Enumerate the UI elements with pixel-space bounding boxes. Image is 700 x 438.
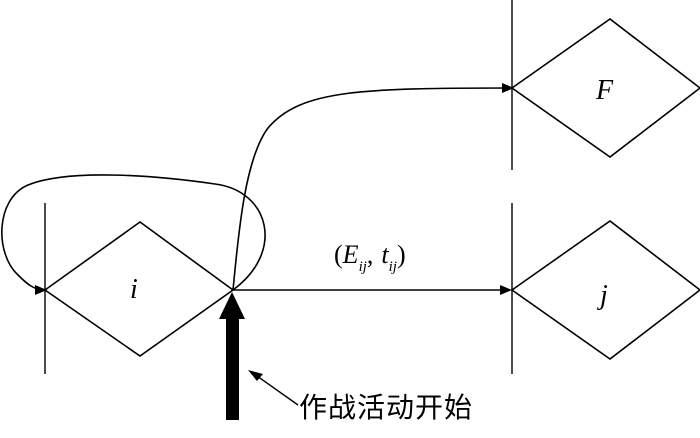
node-j-label: j xyxy=(597,280,608,311)
edge-E: E xyxy=(342,240,359,269)
start-arrow-head xyxy=(219,292,245,319)
edge-close-paren: ) xyxy=(397,240,406,269)
node-i-label: i xyxy=(130,274,138,305)
node-F-label: F xyxy=(595,75,614,106)
node-F-diamond xyxy=(510,18,700,158)
node-j-diamond xyxy=(510,220,700,360)
loop-edge-i xyxy=(1,174,266,295)
edge-label: (Eij,tij) xyxy=(334,240,406,275)
edge-E-subscript: ij xyxy=(359,259,367,275)
edge-t: t xyxy=(381,240,389,269)
caption-pointer-head xyxy=(248,370,263,381)
start-arrow-shaft xyxy=(226,316,239,420)
edge-comma: , xyxy=(367,240,374,269)
edge-i-to-F xyxy=(232,83,514,291)
caption-pointer-line xyxy=(256,375,299,406)
combat-start-caption: 作战活动开始 xyxy=(299,391,474,424)
edge-t-subscript: ij xyxy=(389,259,397,275)
edge-open-paren: ( xyxy=(334,240,343,269)
node-i-diamond xyxy=(43,221,235,357)
